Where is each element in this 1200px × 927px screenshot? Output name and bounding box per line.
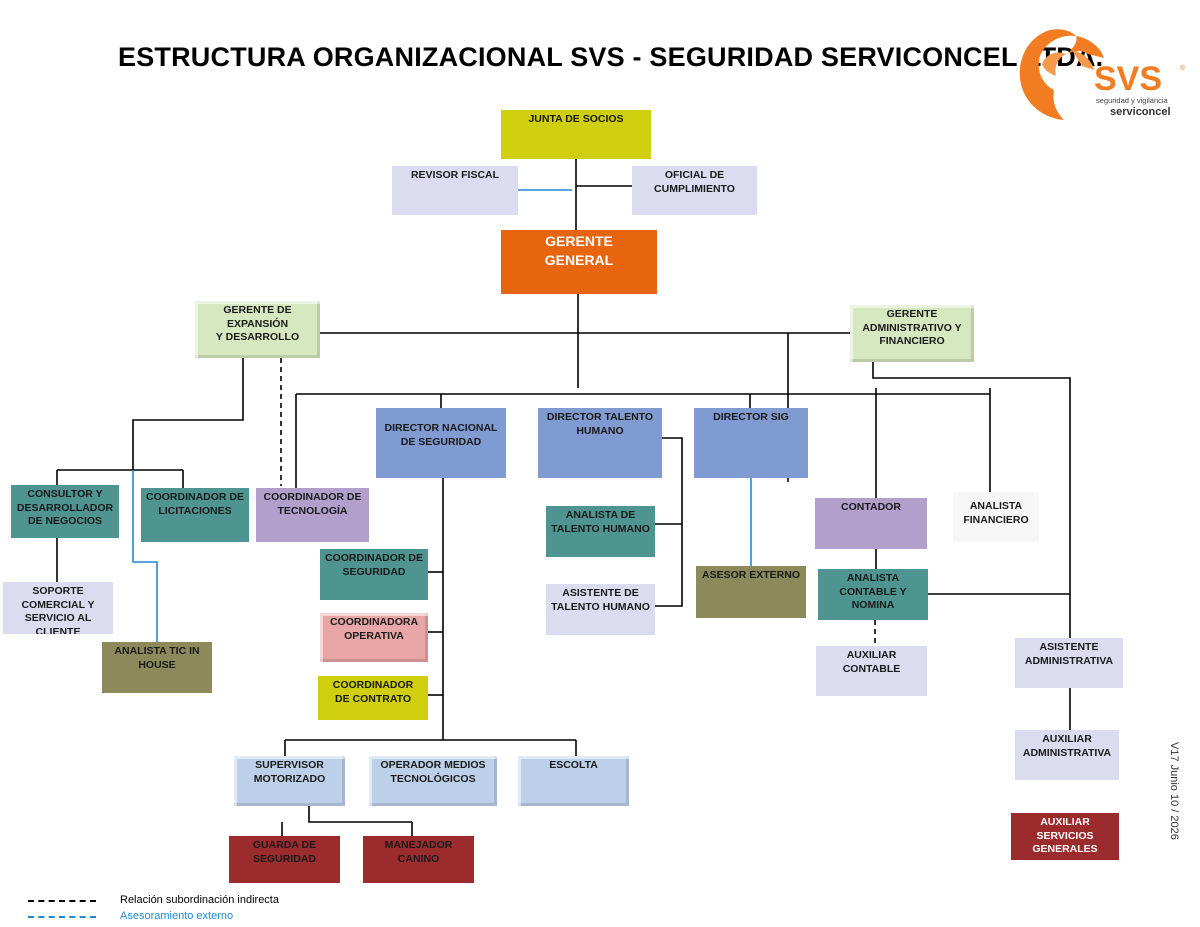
box-analista-financiero: ANALISTA FINANCIERO <box>953 492 1039 542</box>
box-director-talento-humano: DIRECTOR TALENTO HUMANO <box>538 408 662 478</box>
box-consultor-desarrollador: CONSULTOR Y DESARROLLADOR DE NEGOCIOS <box>11 485 119 538</box>
box-revisor-fiscal: REVISOR FISCAL <box>392 166 518 215</box>
box-coordinador-seguridad: COORDINADOR DE SEGURIDAD <box>320 549 428 600</box>
box-analista-talento-humano: ANALISTA DE TALENTO HUMANO <box>546 506 655 557</box>
eagle-icon <box>1019 29 1104 120</box>
box-manejador-canino: MANEJADOR CANINO <box>363 836 474 883</box>
logo-name: serviconcel <box>1110 106 1171 118</box>
box-coordinador-tecnologia: COORDINADOR DE TECNOLOGÍA <box>256 488 369 542</box>
version-stamp: V17 Junio 10 / 2026 <box>1168 742 1180 840</box>
box-coordinador-contrato: COORDINADOR DE CONTRATO <box>318 676 428 720</box>
box-gerente-administrativo: GERENTE ADMINISTRATIVO Y FINANCIERO <box>850 305 974 362</box>
box-auxiliar-administrativa: AUXILIAR ADMINISTRATIVA <box>1015 730 1119 780</box>
legend-indirect-label: Relación subordinación indirecta <box>120 894 279 906</box>
svs-logo: SVS ® seguridad y vigilancia serviconcel <box>1019 29 1186 120</box>
box-junta-de-socios: JUNTA DE SOCIOS <box>501 110 651 159</box>
box-operador-medios: OPERADOR MEDIOS TECNOLÓGICOS <box>369 756 497 806</box>
box-oficial-cumplimiento: OFICIAL DE CUMPLIMIENTO <box>632 166 757 215</box>
box-coordinador-licitaciones: COORDINADOR DE LICITACIONES <box>141 488 249 542</box>
box-coordinadora-operativa: COORDINADORA OPERATIVA <box>320 613 428 662</box>
box-director-seguridad: DIRECTOR NACIONAL DE SEGURIDAD <box>376 408 506 478</box>
box-guarda-seguridad: GUARDA DE SEGURIDAD <box>229 836 340 883</box>
box-auxiliar-servicios-generales: AUXILIAR SERVICIOS GENERALES <box>1011 813 1119 860</box>
box-contador: CONTADOR <box>815 498 927 549</box>
box-gerente-general: GERENTE GENERAL <box>501 230 657 294</box>
registered-mark: ® <box>1180 64 1186 72</box>
box-director-sig: DIRECTOR SIG <box>694 408 808 478</box>
box-analista-contable: ANALISTA CONTABLE Y NOMINA <box>818 569 928 620</box>
legend-external-label: Asesoramiento externo <box>120 910 234 922</box>
box-auxiliar-contable: AUXILIAR CONTABLE <box>816 646 927 696</box>
box-escolta: ESCOLTA <box>518 756 629 806</box>
logo-brand: SVS <box>1094 60 1162 98</box>
box-supervisor-motorizado: SUPERVISOR MOTORIZADO <box>234 756 345 806</box>
page-title: ESTRUCTURA ORGANIZACIONAL SVS - SEGURIDA… <box>118 42 1104 72</box>
box-asistente-administrativa: ASISTENTE ADMINISTRATIVA <box>1015 638 1123 688</box>
box-asistente-talento-humano: ASISTENTE DE TALENTO HUMANO <box>546 584 655 635</box>
box-soporte-comercial: SOPORTE COMERCIAL Y SERVICIO AL CLIENTE <box>3 582 113 634</box>
box-asesor-externo: ASESOR EXTERNO <box>696 566 806 618</box>
logo-tagline: seguridad y vigilancia <box>1096 96 1169 105</box>
legend-line-external <box>28 916 96 918</box>
box-gerente-expansion: GERENTE DE EXPANSIÓN Y DESARROLLO <box>195 301 320 358</box>
legend-line-indirect <box>28 900 96 902</box>
box-analista-tic: ANALISTA TIC IN HOUSE <box>102 642 212 693</box>
